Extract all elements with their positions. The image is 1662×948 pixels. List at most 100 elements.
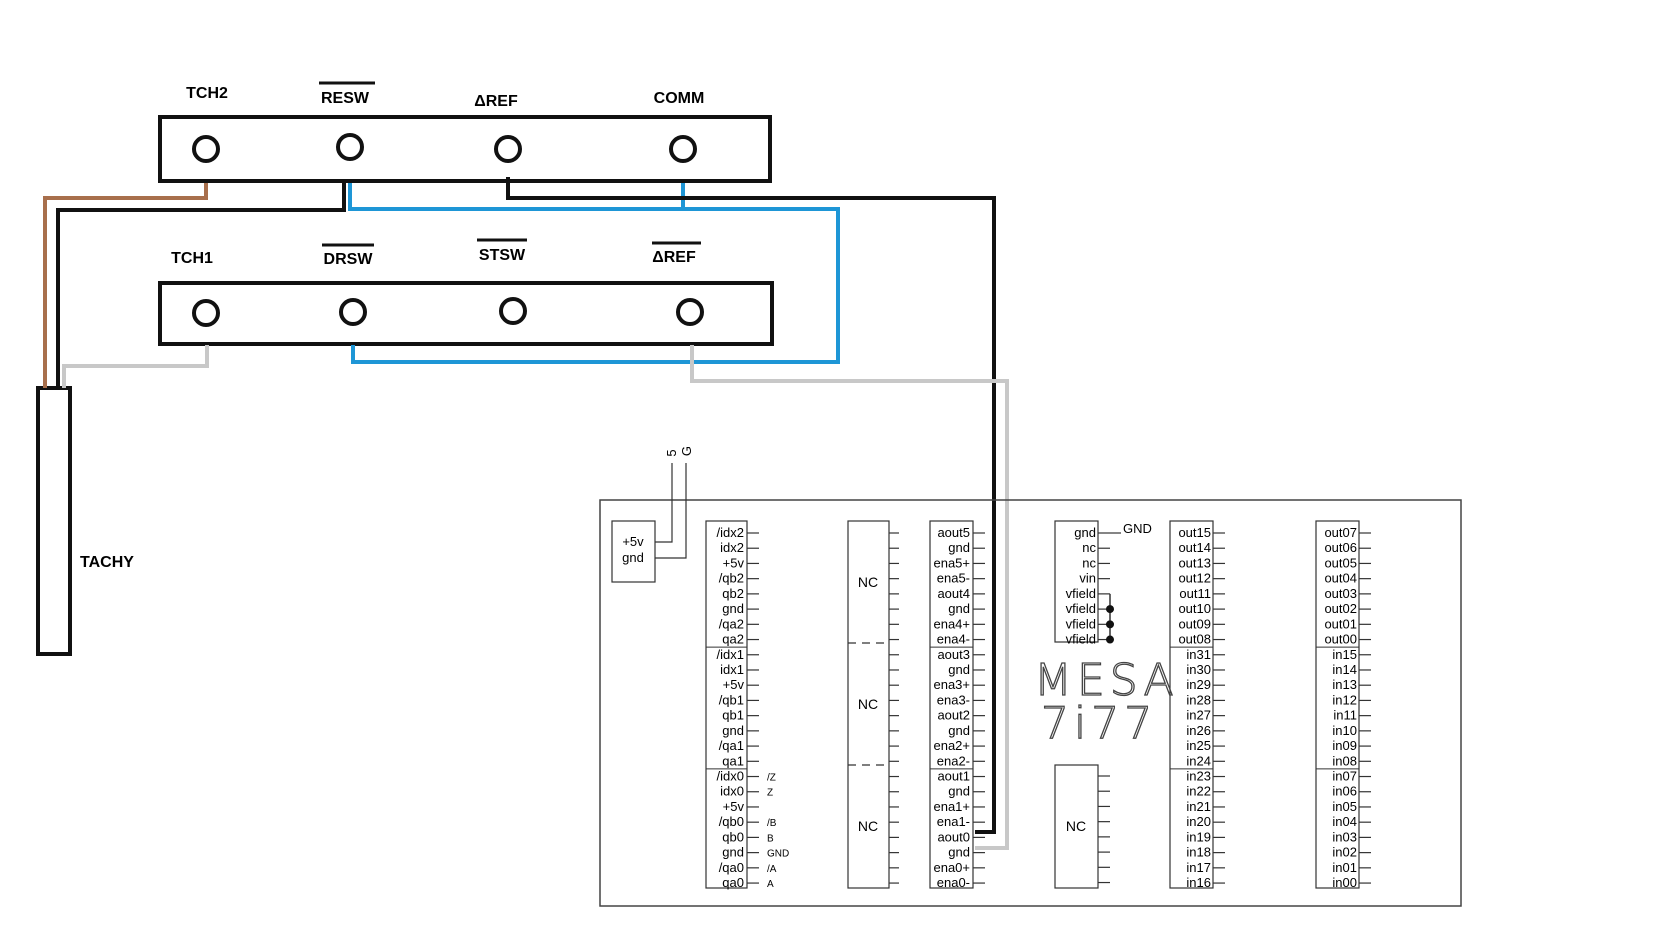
analog-pin-label: ena0+ [933, 860, 970, 875]
io-b-pin-label: out00 [1324, 632, 1357, 647]
wire-black-tachy-resw [56, 183, 346, 388]
encoder-pin-label: gnd [722, 601, 744, 616]
analog-pin-label: gnd [948, 662, 970, 677]
terminal-stsw [499, 297, 527, 325]
field-pin-label: nc [1082, 540, 1096, 555]
io-b-pin-label: in11 [1333, 708, 1357, 723]
encoder-pin-label: /qa0 [719, 860, 744, 875]
wire-gray-dref-gnd [690, 345, 1009, 850]
encoder-pin-label: /idx2 [717, 525, 744, 540]
bottom-connector-body [158, 281, 774, 346]
power-lead-5 [655, 463, 673, 543]
io-b-pin-label: in09 [1332, 738, 1357, 753]
analog-pin-label: gnd [948, 723, 970, 738]
io-a-pin-label: in21 [1186, 799, 1211, 814]
encoder-pin-label: qa0 [722, 875, 744, 890]
analog-pin-label: gnd [948, 540, 970, 555]
label-drsw: DRSW [324, 251, 374, 268]
analog-pin-label: ena5- [937, 571, 970, 586]
encoder-pin-label: qa1 [722, 753, 744, 768]
vfield-junction-dot [1106, 620, 1114, 629]
encoder-pin-label: /idx0 [717, 769, 744, 784]
io-b-pin-label: in04 [1332, 814, 1357, 829]
analog-pin-label: ena4- [937, 632, 970, 647]
encoder-pin-label: +5v [723, 555, 745, 570]
wires [43, 177, 1009, 850]
nc-label: NC [858, 818, 878, 834]
power-pin-gnd: gnd [622, 550, 644, 565]
encoder-note: /Z [767, 773, 776, 784]
field-pin-label: gnd [1074, 525, 1096, 540]
io-a-pin-label: in22 [1186, 784, 1211, 799]
io-header-b [1315, 520, 1360, 889]
io-b-pin-label: out01 [1324, 616, 1357, 631]
wire-black-dref-aout0 [506, 177, 996, 834]
field-header [1054, 520, 1099, 643]
io-a-pin-label: out14 [1178, 540, 1211, 555]
analog-pin-label: gnd [948, 784, 970, 799]
gnd-note: GND [1123, 521, 1152, 536]
io-a-pin-label: out12 [1178, 571, 1211, 586]
tachy-label: TACHY [80, 554, 134, 571]
terminal-tch2 [192, 135, 220, 163]
nc-label: NC [858, 574, 878, 590]
analog-pin-label: ena3+ [933, 677, 970, 692]
power-pin-5v: +5v [622, 534, 644, 549]
top-connector-body [158, 115, 772, 183]
terminal-tch1 [192, 299, 220, 327]
bottom-connector: TCH1 DRSW STSW ΔREF [158, 238, 774, 346]
io-b-pin-label: in12 [1332, 692, 1357, 707]
io-b-pin-label: in07 [1332, 769, 1357, 784]
nc-header-right [1054, 764, 1099, 889]
label-tch2: TCH2 [186, 85, 228, 102]
io-b-pin-label: in08 [1332, 753, 1357, 768]
vfield-junction-dot [1106, 605, 1114, 614]
io-a-pin-label: in26 [1186, 723, 1211, 738]
mesa-logo: MESA [1034, 655, 1179, 706]
io-a-pin-label: out10 [1178, 601, 1211, 616]
label-stsw: STSW [479, 247, 526, 264]
analog-pin-label: ena5+ [933, 555, 970, 570]
label-comm: COMM [654, 90, 705, 107]
io-a-pin-label: in16 [1186, 875, 1211, 890]
io-a-pin-label: in29 [1186, 677, 1211, 692]
encoder-pin-label: idx2 [720, 540, 744, 555]
label-resw: RESW [321, 90, 370, 107]
analog-pin-label: gnd [948, 845, 970, 860]
terminal-resw [336, 133, 364, 161]
io-a-pin-label: in24 [1186, 753, 1211, 768]
io-a-pin-label: in25 [1186, 738, 1211, 753]
encoder-pin-label: qb2 [722, 586, 744, 601]
field-pin-label: vfield [1066, 632, 1096, 647]
mesa-board: +5v gnd 5 G NC NC NC NC GND MESA 7i77 /i… [599, 446, 1462, 907]
encoder-note: B [767, 833, 774, 844]
io-a-pin-label: in30 [1186, 662, 1211, 677]
analog-pin-label: aout1 [937, 769, 970, 784]
encoder-pin-label: qb1 [722, 708, 744, 723]
io-a-pin-label: in27 [1186, 708, 1211, 723]
io-b-pin-label: in10 [1332, 723, 1357, 738]
analog-pin-label: aout3 [937, 647, 970, 662]
vfield-junction-dot [1106, 635, 1114, 644]
encoder-pin-label: /idx1 [717, 647, 744, 662]
label-tch1: TCH1 [171, 250, 213, 267]
lead-label-5: 5 [664, 449, 679, 456]
io-a-pin-label: in28 [1186, 692, 1211, 707]
power-block [611, 520, 656, 583]
terminal-dref-bottom [676, 298, 704, 326]
io-b-pin-label: in15 [1332, 647, 1357, 662]
io-b-pin-label: in03 [1332, 829, 1357, 844]
io-b-pin-label: in06 [1332, 784, 1357, 799]
encoder-note: Z [767, 788, 773, 799]
wire-blue-comm-drsw [351, 207, 840, 364]
terminal-dref-top [494, 135, 522, 163]
encoder-note: GND [767, 849, 789, 860]
io-b-pin-label: in05 [1332, 799, 1357, 814]
io-a-pin-label: out11 [1179, 586, 1211, 601]
board-outline [599, 499, 1462, 907]
io-b-pin-label: out07 [1324, 525, 1357, 540]
encoder-pin-label: +5v [723, 677, 745, 692]
tachy-body [36, 386, 72, 656]
encoder-note: /B [767, 818, 777, 829]
